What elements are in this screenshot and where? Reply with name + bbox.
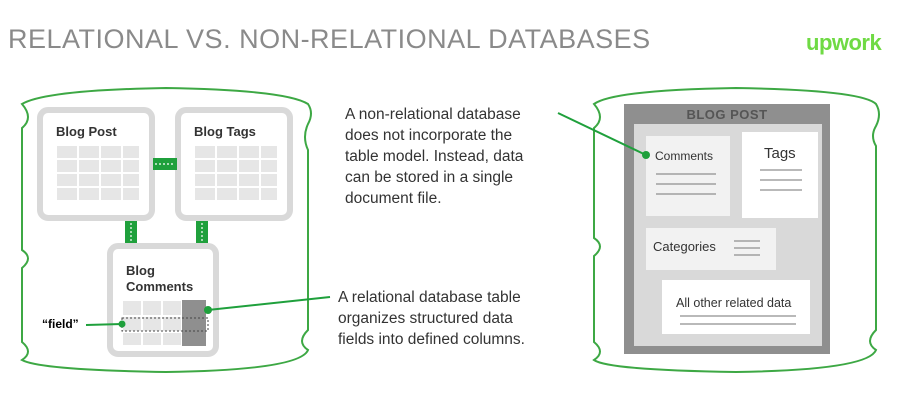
non-relational-annotation-pointer (557, 112, 650, 159)
document-title: BLOG POST (686, 107, 768, 122)
upwork-logo: upwork (806, 30, 882, 55)
blog-post-table (37, 107, 155, 221)
non-relational-description: A non-relational database does not incor… (345, 106, 524, 207)
blog-comments-label: Blog Comments (126, 263, 194, 294)
relational-annotation-pointer (204, 296, 331, 314)
relational-description: A relational database table organizes st… (338, 289, 525, 348)
tags-section-label: Tags (764, 145, 796, 162)
other-data-section-label: All other related data (676, 296, 792, 310)
field-pointer (85, 320, 126, 328)
field-label: “field” (42, 317, 79, 331)
blog-post-label: Blog Post (56, 124, 117, 139)
categories-section-label: Categories (653, 239, 716, 254)
relational-database-outline (20, 86, 312, 374)
comments-section-label: Comments (655, 149, 714, 163)
page-title: RELATIONAL VS. NON-RELATIONAL DATABASES (8, 24, 651, 54)
blog-tags-label: Blog Tags (194, 124, 256, 139)
blog-tags-table (175, 107, 293, 221)
blog-comments-table (107, 243, 219, 357)
non-relational-database-outline (592, 86, 880, 374)
document-blog-post (624, 104, 830, 354)
